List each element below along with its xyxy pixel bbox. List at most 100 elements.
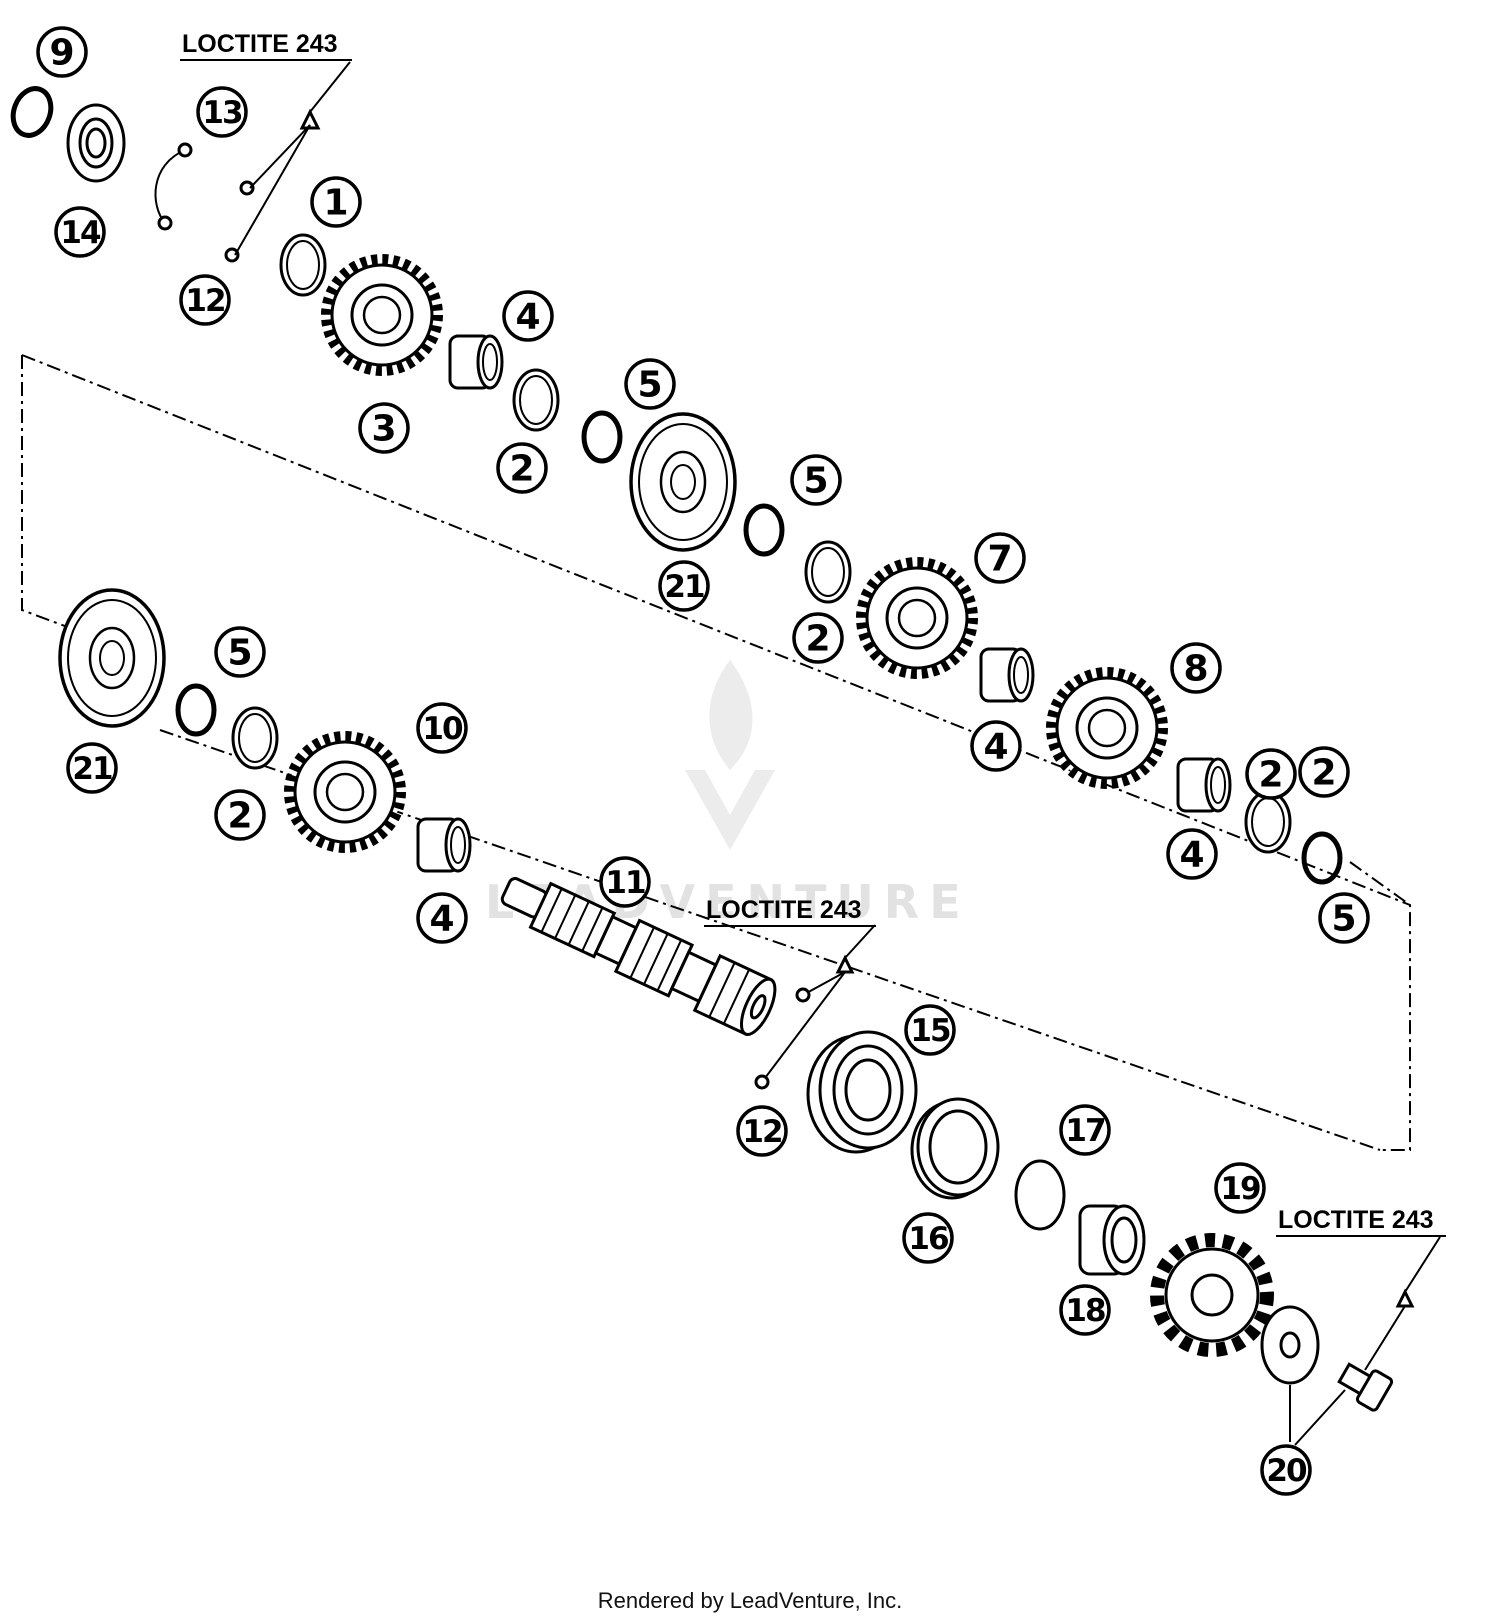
ball-bearing-15 xyxy=(806,1030,918,1154)
callout-circle xyxy=(54,206,106,258)
callout-number: 12 xyxy=(185,283,224,319)
loctite-drop-1 xyxy=(299,108,321,130)
callout-number: 21 xyxy=(664,569,704,605)
callout-number: 4 xyxy=(1179,835,1204,876)
callout-19: 19 xyxy=(1214,1162,1266,1214)
circlip-5c xyxy=(1304,834,1340,882)
main-shaft-11 xyxy=(500,877,777,1036)
callout-15: 15 xyxy=(904,1004,956,1056)
callout-17: 17 xyxy=(1059,1104,1111,1156)
o-ring-17 xyxy=(1014,1159,1066,1231)
callout-10: 10 xyxy=(416,702,468,754)
callout-number: 20 xyxy=(1266,1453,1307,1489)
callout-circle xyxy=(1245,748,1297,800)
callout-11: 11 xyxy=(599,856,651,908)
callout-7: 7 xyxy=(974,532,1026,584)
needle-bearing-4a xyxy=(448,334,504,390)
gear-wheel-21b xyxy=(58,588,166,728)
spacer-18 xyxy=(1078,1204,1146,1276)
callout-5: 5 xyxy=(214,626,266,678)
callout-5: 5 xyxy=(624,358,676,410)
callout-circle xyxy=(658,560,710,612)
washer-2b xyxy=(804,540,852,604)
circlip-5a xyxy=(584,413,620,461)
circlip-5d xyxy=(178,686,214,734)
loctite-note-1: LOCTITE 243 xyxy=(180,30,352,61)
callout-circle xyxy=(974,532,1026,584)
callout-number: 9 xyxy=(49,33,74,74)
callout-number: 15 xyxy=(910,1013,950,1049)
footer-credit: Rendered by LeadVenture, Inc. xyxy=(597,1588,903,1613)
callout-number: 2 xyxy=(509,449,534,490)
callout-circle xyxy=(792,612,844,664)
callout-circle xyxy=(624,358,676,410)
loctite-note-2: LOCTITE 243 xyxy=(704,896,876,927)
callout-circle xyxy=(496,442,548,494)
callout-9: 9 xyxy=(36,26,88,78)
callout-number: 16 xyxy=(908,1221,948,1257)
callout-circle xyxy=(1298,746,1350,798)
washer-2d xyxy=(231,706,279,770)
callout-5: 5 xyxy=(1318,892,1370,944)
needle-bearing-4c xyxy=(1176,757,1232,813)
loctite-label: LOCTITE 243 xyxy=(1278,1206,1434,1234)
callout-2: 2 xyxy=(214,789,266,841)
callout-number: 14 xyxy=(60,215,101,251)
callout-number: 5 xyxy=(1331,899,1356,940)
callout-12: 12 xyxy=(736,1105,788,1157)
callout-number: 5 xyxy=(637,365,662,406)
callout-18: 18 xyxy=(1059,1284,1111,1336)
callout-number: 2 xyxy=(227,796,252,837)
washer-2c xyxy=(1244,790,1292,854)
callout-2: 2 xyxy=(1245,748,1297,800)
callout-2: 2 xyxy=(1298,746,1350,798)
loctite-note-3: LOCTITE 243 xyxy=(1276,1206,1446,1237)
assembly-guide-lines xyxy=(21,354,1411,1151)
callout-circle xyxy=(36,26,88,78)
callout-number: 2 xyxy=(1311,753,1336,794)
callout-circle xyxy=(599,856,651,908)
needle-bearing-4d xyxy=(416,817,472,873)
screw-12d xyxy=(754,1074,770,1090)
callout-circle xyxy=(1214,1162,1266,1214)
gear-10 xyxy=(289,736,401,848)
callout-circle xyxy=(310,176,362,228)
callout-circle xyxy=(416,892,468,944)
callout-number: 4 xyxy=(515,297,540,338)
loctite-label: LOCTITE 243 xyxy=(706,896,862,924)
callout-number: 1 xyxy=(323,183,348,224)
circlip-5b xyxy=(746,506,782,554)
callout-8: 8 xyxy=(1170,642,1222,694)
callout-number: 19 xyxy=(1220,1171,1260,1207)
callout-circle xyxy=(214,626,266,678)
callout-circle xyxy=(790,454,842,506)
needle-bearing-4b xyxy=(979,647,1035,703)
callout-circle xyxy=(196,86,248,138)
callout-number: 8 xyxy=(1183,649,1208,690)
callout-number: 4 xyxy=(429,899,454,940)
callout-21: 21 xyxy=(66,742,118,794)
callout-20: 20 xyxy=(1260,1444,1312,1496)
callout-4: 4 xyxy=(1166,828,1218,880)
callout-number: 10 xyxy=(422,711,463,747)
callout-circle xyxy=(1059,1284,1111,1336)
callout-circle xyxy=(970,720,1022,772)
callout-number: 2 xyxy=(805,619,830,660)
loctite-drop-3 xyxy=(1395,1288,1415,1308)
snap-ring-9 xyxy=(7,83,57,140)
callout-circle xyxy=(416,702,468,754)
callout-number: 7 xyxy=(987,539,1012,580)
loctite-label: LOCTITE 243 xyxy=(182,30,338,58)
gear-wheel-21a xyxy=(629,412,737,552)
callout-circle xyxy=(904,1004,956,1056)
callout-circle xyxy=(1059,1104,1111,1156)
callout-number: 5 xyxy=(227,633,252,674)
callout-number: 12 xyxy=(742,1114,781,1150)
bolt-20 xyxy=(1337,1362,1394,1412)
callout-circle xyxy=(358,402,410,454)
sprocket-19 xyxy=(1150,1233,1274,1357)
callout-4: 4 xyxy=(970,720,1022,772)
callout-1: 1 xyxy=(310,176,362,228)
callout-number: 18 xyxy=(1065,1293,1105,1329)
callout-number: 17 xyxy=(1065,1113,1105,1149)
